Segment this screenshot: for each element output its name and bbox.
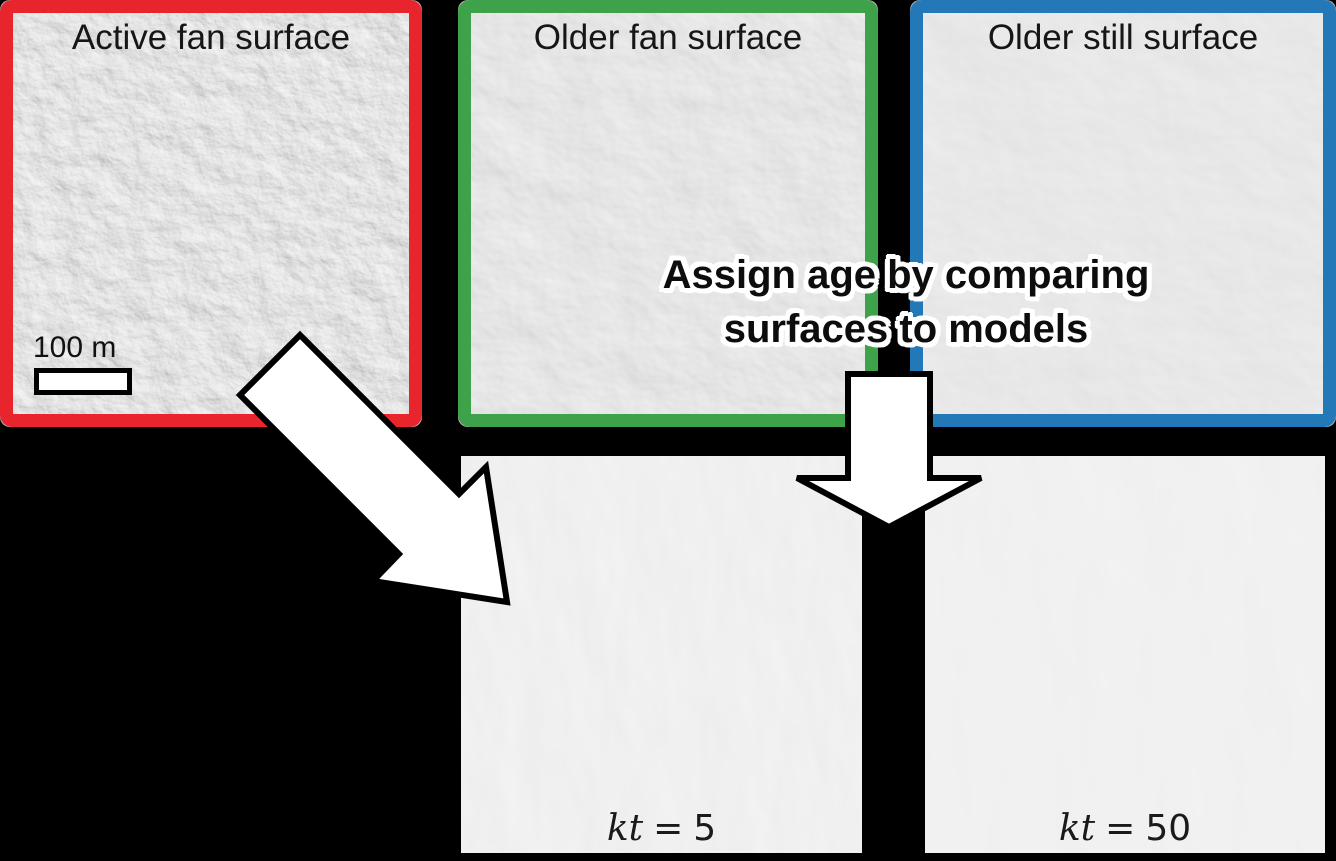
model-hillshade-kt50 <box>925 456 1325 853</box>
axis-ticks-left <box>452 456 460 853</box>
panel-older-still: Older still surface <box>910 0 1336 427</box>
panel-older-fan: Older fan surface <box>458 0 878 427</box>
panel-title-older-still: Older still surface <box>987 18 1259 57</box>
panel-active-fan: Active fan surface 100 m <box>0 0 422 427</box>
annotation-line-2: surfaces to models <box>723 307 1089 351</box>
model-panel-kt50: kt=50 <box>916 447 1334 861</box>
annotation-line-1: Assign age by comparing <box>662 253 1150 297</box>
hillshade-texture-older-fan <box>471 13 865 414</box>
axis-ticks-bottom <box>925 854 1325 861</box>
panel-title-active-fan: Active fan surface <box>71 18 351 57</box>
model-hillshade-kt5 <box>461 456 862 853</box>
annotation-text: Assign age by comparing surfaces to mode… <box>606 248 1206 356</box>
panel-title-older-fan: Older fan surface <box>533 18 803 57</box>
kt-value: 50 <box>1145 808 1192 849</box>
kt-value: 5 <box>693 808 717 849</box>
axis-ticks-top <box>461 447 862 455</box>
equals-sign: = <box>653 808 684 849</box>
hillshade-texture-older-still <box>923 13 1323 414</box>
model-label-kt50: kt=50 <box>925 807 1325 849</box>
scale-bar-label: 100 m <box>33 331 117 364</box>
axis-ticks-left <box>916 456 924 853</box>
model-panel-kt5: kt=5 <box>452 447 871 861</box>
kt-variable: kt <box>1058 808 1096 849</box>
axis-ticks-right <box>863 456 871 853</box>
kt-variable: kt <box>606 808 644 849</box>
axis-ticks-bottom <box>461 854 862 861</box>
axis-ticks-right <box>1326 456 1334 853</box>
equals-sign: = <box>1105 808 1136 849</box>
scale-bar <box>34 368 132 395</box>
model-label-kt5: kt=5 <box>461 807 862 849</box>
axis-ticks-top <box>925 447 1325 455</box>
